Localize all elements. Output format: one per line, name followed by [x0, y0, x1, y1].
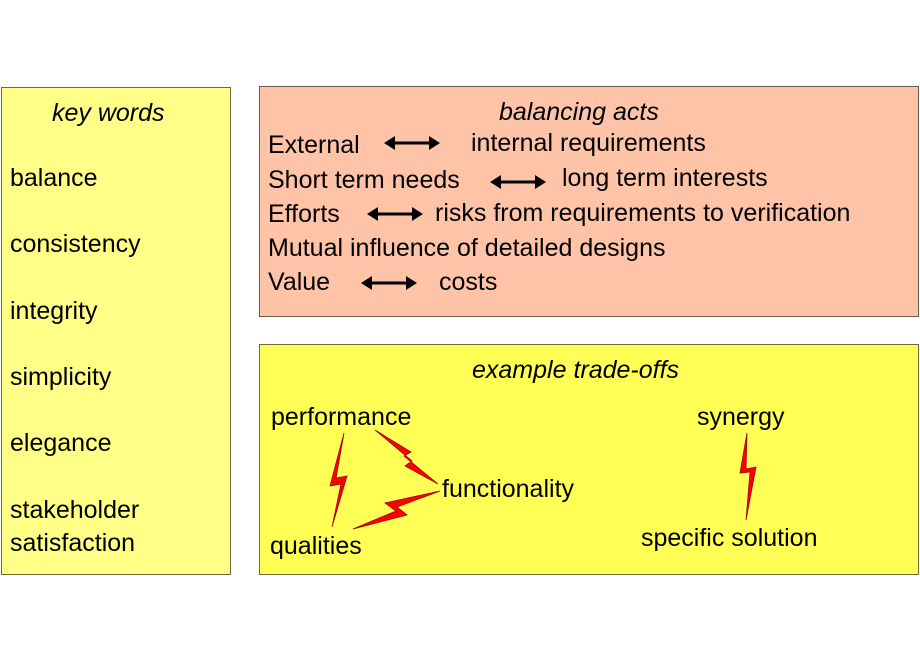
row2-left: Short term needs [268, 166, 460, 194]
row2-right: long term interests [562, 164, 768, 192]
row1-right: internal requirements [471, 129, 706, 157]
balancing-acts-title: balancing acts [499, 98, 659, 126]
lightning-synergy-solution-icon [739, 432, 757, 521]
row5-right: costs [439, 268, 498, 296]
row3-right: risks from requirements to verification [435, 199, 851, 227]
example-tradeoffs-title: example trade-offs [472, 356, 680, 384]
row4-text: Mutual influence of detailed designs [268, 234, 666, 262]
performance-label: performance [271, 403, 412, 431]
double-arrow-icon [384, 136, 440, 150]
balancing-acts-panel: balancing acts External internal require… [259, 86, 919, 317]
row5-left: Value [268, 268, 331, 296]
keyword-consistency: consistency [10, 230, 141, 258]
keyword-elegance: elegance [10, 429, 112, 457]
functionality-label: functionality [442, 475, 575, 503]
double-arrow-icon [367, 207, 423, 221]
lightning-performance-qualities-icon [329, 432, 348, 528]
specific-solution-label: specific solution [641, 524, 818, 552]
keyword-integrity: integrity [10, 297, 98, 325]
example-tradeoffs-panel: example trade-offs performance functiona… [259, 344, 919, 575]
key-words-title: key words [52, 99, 165, 127]
qualities-label: qualities [270, 532, 362, 560]
double-arrow-icon [490, 175, 546, 189]
double-arrow-icon [361, 276, 417, 290]
keyword-stakeholder: stakeholder [10, 496, 140, 524]
lightning-performance-functionality-icon [374, 429, 439, 485]
key-words-panel: key words balance consistency integrity … [1, 87, 231, 575]
keyword-satisfaction: satisfaction [10, 529, 136, 557]
keyword-simplicity: simplicity [10, 363, 112, 391]
synergy-label: synergy [697, 403, 785, 431]
row3-left: Efforts [268, 200, 340, 228]
lightning-qualities-functionality-icon [352, 490, 441, 530]
row1-left: External [268, 131, 360, 159]
keyword-balance: balance [10, 164, 98, 192]
